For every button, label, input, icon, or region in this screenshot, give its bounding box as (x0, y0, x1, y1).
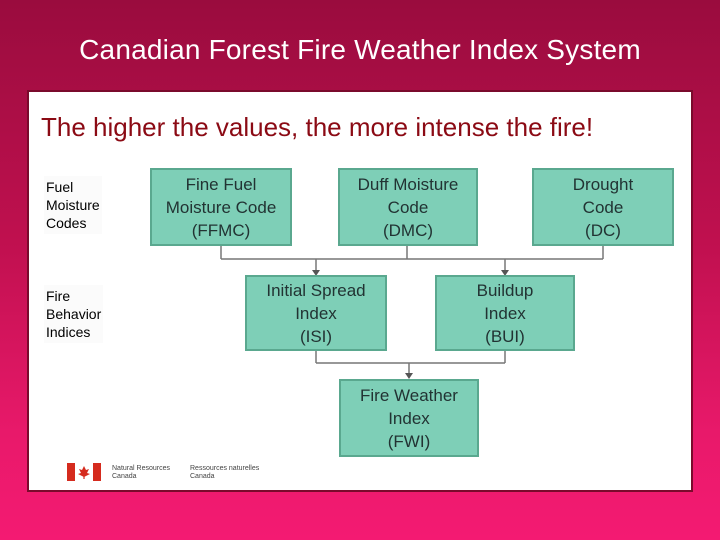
row-label-line: Codes (46, 215, 87, 231)
box-line: (ISI) (299, 326, 333, 346)
box-line: Drought (572, 174, 634, 194)
bui-box: Buildup Index (BUI) (435, 275, 575, 351)
box-line: Moisture Code (165, 197, 277, 217)
dc-box: Drought Code (DC) (532, 168, 674, 246)
box-line: (DC) (585, 220, 621, 240)
logo-text-english: Natural Resources Canada (112, 465, 170, 481)
box-line: (FFMC) (191, 220, 251, 240)
box-line: Index (484, 303, 526, 323)
box-line: Index (295, 303, 337, 323)
row-label-line: Fire (46, 288, 71, 304)
diagram-panel: The higher the values, the more intense … (27, 90, 693, 492)
box-line: Buildup (476, 280, 534, 300)
row-label-line: Indices (46, 324, 91, 340)
box-line: Fire Weather (360, 385, 458, 405)
headline: The higher the values, the more intense … (41, 112, 594, 142)
slide-title: Canadian Forest Fire Weather Index Syste… (79, 34, 641, 65)
logo-line: Natural Resources (112, 465, 170, 472)
box-line: (FWI) (387, 431, 431, 451)
nrcan-logo: Natural Resources Canada Ressources natu… (47, 457, 287, 485)
dmc-box: Duff Moisture Code (DMC) (338, 168, 478, 246)
box-line: (DMC) (382, 220, 434, 240)
box-line: Code (387, 197, 429, 217)
row-label-line: Fuel (46, 179, 74, 195)
box-line: Code (582, 197, 624, 217)
box-line: Fine Fuel (185, 174, 257, 194)
isi-box: Initial Spread Index (ISI) (245, 275, 387, 351)
row-label-line: Moisture (46, 197, 100, 213)
box-line: Duff Moisture (357, 174, 459, 194)
logo-line: Canada (112, 473, 137, 480)
box-line: (BUI) (485, 326, 525, 346)
logo-line: Canada (190, 473, 215, 480)
connector-lines (220, 245, 604, 379)
row-label-fuel-moisture-codes: Fuel Moisture Codes (44, 176, 102, 234)
box-line: Initial Spread (266, 280, 366, 300)
fwi-box: Fire Weather Index (FWI) (339, 379, 479, 457)
logo-text-french: Ressources naturelles Canada (190, 465, 259, 481)
row-label-line: Behavior (46, 306, 102, 322)
logo-line: Ressources naturelles (190, 465, 260, 472)
ffmc-box: Fine Fuel Moisture Code (FFMC) (150, 168, 292, 246)
box-line: Index (388, 408, 430, 428)
canada-flag-icon (67, 463, 101, 481)
row-label-fire-behavior-indices: Fire Behavior Indices (44, 285, 104, 343)
